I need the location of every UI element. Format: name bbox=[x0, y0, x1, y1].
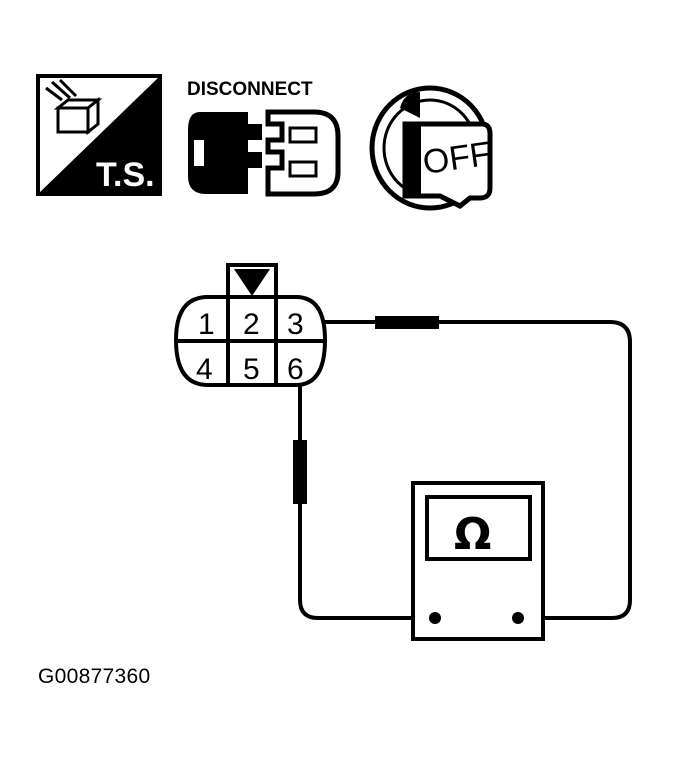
key-icon bbox=[402, 121, 493, 209]
probe-pin-6 bbox=[293, 440, 307, 504]
plug-left-icon bbox=[188, 112, 262, 194]
connector: 1 2 3 4 5 6 bbox=[173, 263, 328, 387]
disconnect-label: DISCONNECT bbox=[187, 79, 313, 100]
probe-pin-3 bbox=[375, 316, 439, 329]
ts-label: T.S. bbox=[96, 156, 155, 194]
ignition-off-label: OFF bbox=[420, 135, 493, 182]
test-lead-pin-3 bbox=[325, 320, 632, 620]
pin-5-label: 5 bbox=[243, 353, 260, 386]
pin-2-marker-icon bbox=[234, 269, 270, 296]
test-leads bbox=[298, 320, 632, 620]
plug-right-icon bbox=[265, 109, 341, 197]
terminal-left bbox=[429, 612, 441, 624]
ohm-symbol: Ω bbox=[454, 509, 491, 560]
pin-1-label: 1 bbox=[198, 308, 215, 341]
ohmmeter-display bbox=[425, 495, 532, 561]
test-lead-pin-6 bbox=[298, 385, 435, 620]
pin-6-label: 6 bbox=[287, 353, 304, 386]
box-icon bbox=[45, 78, 103, 136]
ignition-off-icon: OFF bbox=[369, 85, 493, 211]
pin-4-label: 4 bbox=[196, 353, 213, 386]
terminal-right bbox=[512, 612, 524, 624]
figure-id: G00877360 bbox=[38, 665, 151, 688]
troubleshooting-icon: T.S. bbox=[36, 74, 162, 196]
pin-3-label: 3 bbox=[287, 308, 304, 341]
ohmmeter: Ω bbox=[411, 481, 545, 641]
disconnect-icon: DISCONNECT bbox=[187, 79, 341, 197]
pin-2-label: 2 bbox=[243, 308, 260, 341]
